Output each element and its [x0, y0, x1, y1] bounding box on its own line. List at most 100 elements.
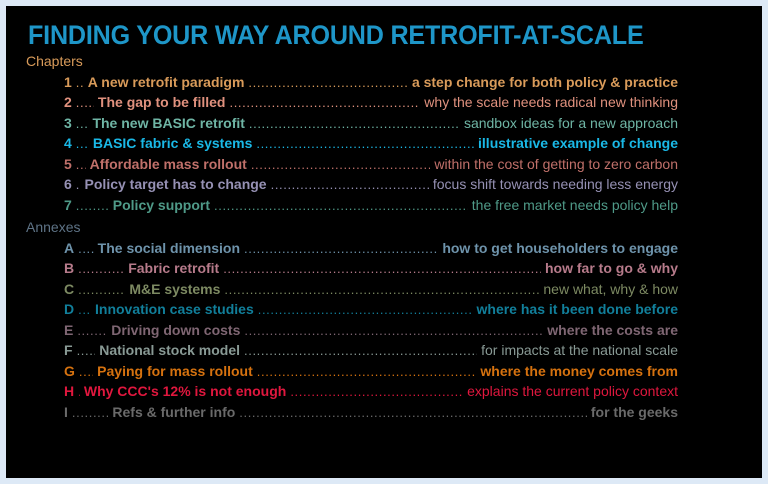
entry-key: E [64, 321, 74, 338]
contents-panel: FINDING YOUR WAY AROUND RETROFIT-AT-SCAL… [6, 6, 762, 478]
leader-dots: ........................................… [244, 322, 544, 338]
entry-key: D [64, 301, 75, 317]
leader-dots: ............ [75, 115, 89, 131]
leader-dots: ........................................… [290, 384, 463, 399]
chapters-heading: Chapters [26, 53, 83, 69]
leader-dots: ..................... [71, 404, 109, 420]
chapter-1-link[interactable]: 1..........A new retrofit paradigm......… [64, 74, 678, 94]
entry-title: BASIC fabric & systems [92, 135, 253, 151]
entry-title: Policy support [112, 196, 211, 213]
entry-title: Policy target has to change [84, 176, 267, 192]
leader-dots: ........................................… [224, 281, 540, 297]
entry-key: 5 [64, 155, 72, 172]
chapter-7-link[interactable]: 7..........................Policy suppor… [64, 197, 678, 217]
leader-dots: ........................................… [223, 261, 541, 276]
chapter-5-link[interactable]: 5...........Affordable mass rollout.....… [64, 156, 678, 176]
entry-key: A [64, 239, 75, 256]
chapter-2-link[interactable]: 2...................The gap to be filled… [64, 94, 678, 114]
entry-description: for the geeks [590, 403, 678, 420]
leader-dots: ........................................… [248, 115, 460, 131]
entry-description: where the costs are [547, 321, 678, 338]
entry-key: 3 [64, 114, 72, 131]
leader-dots: .. [74, 384, 80, 399]
entry-key: G [64, 362, 75, 379]
chapter-3-link[interactable]: 3............The new BASIC retrofit.....… [64, 115, 678, 135]
leader-dots: ........................................… [244, 343, 477, 358]
entry-key: B [64, 260, 75, 276]
leader-dots: ............ [78, 302, 91, 317]
entry-title: Driving down costs [111, 321, 241, 338]
leader-dots: .................... [77, 322, 107, 338]
leader-dots: ................... [75, 95, 94, 110]
annex-g-link[interactable]: G............. Paying for mass rollout...… [64, 363, 678, 383]
entry-description: new what, why & how [543, 280, 678, 297]
annex-d-link[interactable]: D............ Innovation case studies....… [64, 301, 678, 321]
entry-description: why the scale needs radical new thinking [424, 94, 678, 110]
leader-dots: ........................................… [250, 156, 431, 172]
chapter-6-link[interactable]: 6......Policy target has to change......… [64, 176, 678, 196]
leader-dots: ............................. [78, 261, 125, 276]
entry-title: Refs & further info [112, 403, 236, 420]
entry-description: sandbox ideas for a new approach [463, 114, 678, 131]
entry-title: The social dimension [97, 239, 241, 256]
entry-description: for impacts at the national scale [481, 342, 678, 358]
leader-dots: ........................................… [270, 177, 429, 192]
leader-dots: ........................................… [256, 363, 477, 379]
leader-dots: .............................. [78, 281, 125, 297]
leader-dots: ............. [78, 363, 93, 379]
entry-title: A new retrofit paradigm [87, 73, 245, 90]
chapter-4-link[interactable]: 4............BASIC fabric & systems.....… [64, 135, 678, 155]
entry-key: 2 [64, 94, 72, 110]
entry-description: the free market needs policy help [471, 196, 678, 213]
page-title: FINDING YOUR WAY AROUND RETROFIT-AT-SCAL… [28, 20, 644, 50]
entry-description: explains the current policy context [467, 383, 678, 399]
leader-dots: ................ [78, 240, 94, 256]
entry-key: H [64, 383, 75, 399]
leader-dots: ........................................… [214, 197, 468, 213]
entry-description: where the money comes from [480, 362, 678, 379]
entry-key: C [64, 280, 75, 297]
leader-dots: ............ [75, 136, 89, 151]
entry-description: illustrative example of change [478, 135, 678, 151]
entry-title: Affordable mass rollout [89, 155, 247, 172]
leader-dots: ................ [76, 343, 96, 358]
annex-e-link[interactable]: E....................Driving down costs.… [64, 322, 678, 342]
leader-dots: ........................................… [248, 74, 408, 90]
entry-title: Paying for mass rollout [97, 362, 253, 379]
entry-description: within the cost of getting to zero carbo… [434, 155, 678, 172]
leader-dots: ........................................… [244, 240, 439, 256]
annex-c-link[interactable]: C..............................M&E syste… [64, 281, 678, 301]
entry-title: The gap to be filled [97, 94, 226, 110]
entry-description: a step change for both policy & practice [411, 73, 678, 90]
leader-dots: ...... [75, 177, 81, 192]
entry-title: Why CCC's 12% is not enough [83, 383, 287, 399]
leader-dots: ........................................… [229, 95, 421, 110]
annex-f-link[interactable]: F................National stock model...… [64, 342, 678, 362]
entry-title: National stock model [99, 342, 241, 358]
entry-key: F [64, 342, 73, 358]
entry-key: I [64, 403, 68, 420]
leader-dots: ........................................… [239, 404, 587, 420]
entry-key: 7 [64, 196, 72, 213]
leader-dots: ........................................… [257, 302, 473, 317]
leader-dots: .......................... [75, 197, 109, 213]
entry-description: how far to go & why [545, 260, 678, 276]
entry-key: 4 [64, 135, 72, 151]
annexes-heading: Annexes [26, 219, 81, 235]
entry-description: how to get householders to engage [442, 239, 678, 256]
annex-a-link[interactable]: A................The social dimension...… [64, 240, 678, 260]
leader-dots: .......... [75, 74, 84, 90]
annex-i-link[interactable]: I.....................Refs & further inf… [64, 404, 678, 424]
entry-title: The new BASIC retrofit [92, 114, 245, 131]
entry-title: Fabric retrofit [128, 260, 220, 276]
entry-title: M&E systems [129, 280, 221, 297]
entry-key: 1 [64, 73, 72, 90]
entry-description: where has it been done before [476, 301, 679, 317]
leader-dots: ........................................… [256, 136, 474, 151]
entry-description: focus shift towards needing less energy [432, 176, 678, 192]
entry-title: Innovation case studies [95, 301, 254, 317]
annex-h-link[interactable]: H..Why CCC's 12% is not enough..........… [64, 383, 678, 403]
leader-dots: ........... [75, 156, 86, 172]
entry-key: 6 [64, 176, 72, 192]
annex-b-link[interactable]: B.............................Fabric ret… [64, 260, 678, 280]
